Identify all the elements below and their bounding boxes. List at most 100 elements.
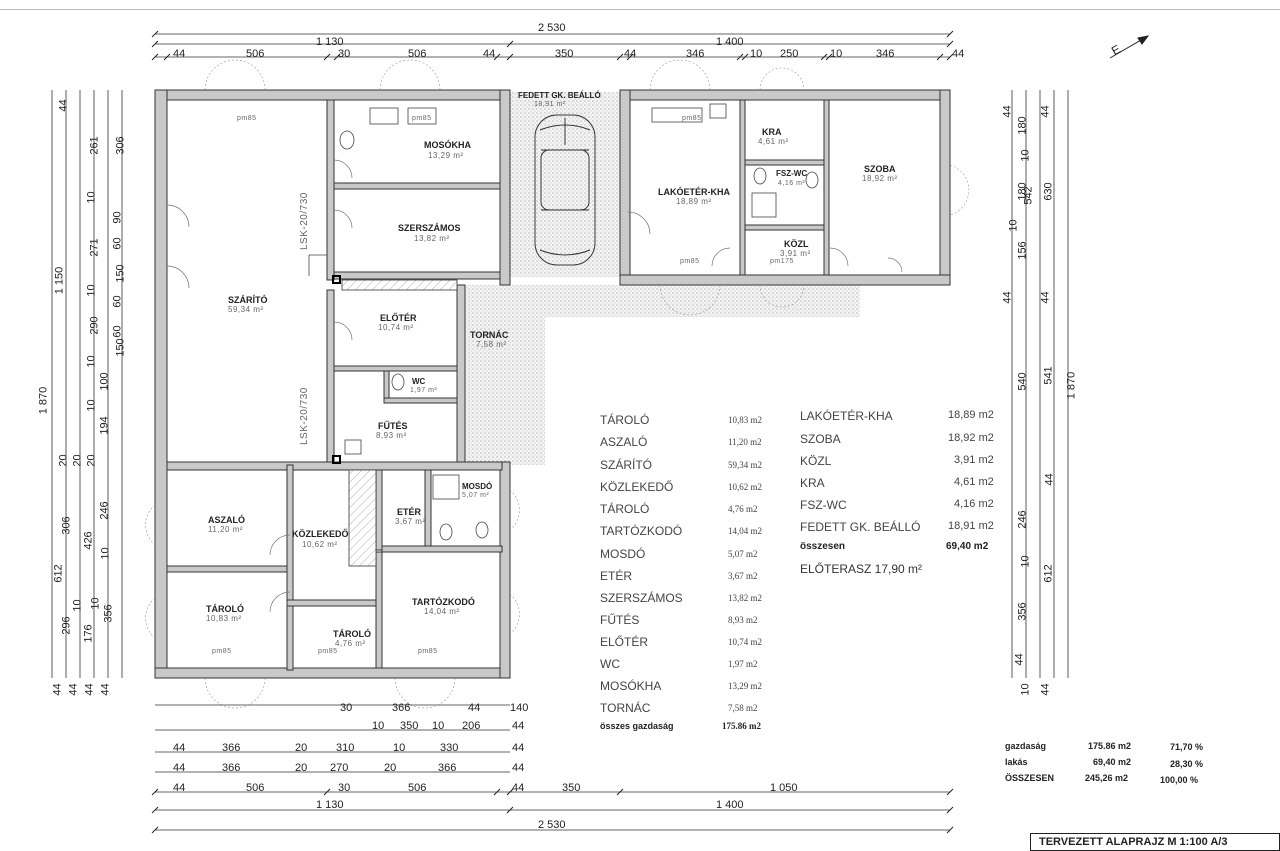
dim-top-seg: 10 xyxy=(750,48,763,60)
dim-bottom-seg: 30 xyxy=(340,702,353,714)
fixtures xyxy=(308,103,819,541)
room-tornac-name: TORNÁC xyxy=(470,330,509,340)
dim-right-seg: 356 xyxy=(1016,602,1029,621)
table-left-name: TORNÁC xyxy=(600,701,651,715)
dim-left-seg: 44 xyxy=(51,683,64,696)
dim-left-seg: 44 xyxy=(99,683,112,696)
dim-bottom-seg: 366 xyxy=(392,702,411,714)
table-right-name: FEDETT GK. BEÁLLÓ xyxy=(800,520,921,534)
dim-left-seg: 60 xyxy=(111,295,124,308)
table-left-value: 3,67 m2 xyxy=(728,571,758,581)
dim-right-seg: 156 xyxy=(1016,241,1029,260)
dim-left-seg: 10 xyxy=(85,355,98,368)
dim-bottom-seg: 44 xyxy=(173,762,186,774)
room-tarolo1-name: TÁROLÓ xyxy=(206,604,244,614)
room-szerszamos-area: 13,82 m² xyxy=(414,234,450,243)
summary-pct: 100,00 % xyxy=(1160,775,1199,785)
dim-left-seg: 10 xyxy=(85,284,98,297)
dim-left-seg: 356 xyxy=(102,604,115,623)
table-right-value: 4,16 m2 xyxy=(954,498,994,510)
dim-bottom-seg: 20 xyxy=(384,762,397,774)
table-left-total-value: 175.86 m2 xyxy=(722,721,761,731)
dim-left-part-top: 1 130 xyxy=(316,36,344,48)
room-futes-area: 8,93 m² xyxy=(376,431,407,440)
table-left-name: TÁROLÓ xyxy=(600,413,650,427)
dim-bottom-seg: 44 xyxy=(512,742,525,754)
table-right-value: 18,91 m2 xyxy=(948,520,994,532)
dim-left-seg: 10 xyxy=(99,547,112,560)
dim-bottom-seg: 366 xyxy=(222,742,241,754)
dim-bottom-seg: 44 xyxy=(512,782,525,794)
dim-top-seg: 30 xyxy=(338,48,351,60)
room-tarolo2-name: TÁROLÓ xyxy=(333,629,371,639)
room-mosokha-name: MOSÓKHA xyxy=(424,140,471,150)
dim-right-seg: 10 xyxy=(1019,683,1032,696)
top-rule xyxy=(0,9,1280,10)
dim-bottom-seg: 44 xyxy=(512,762,525,774)
terrace-area: ELŐTERASZ 17,90 m² xyxy=(800,562,923,576)
room-kozlekedo-area: 10,62 m² xyxy=(302,540,338,549)
dim-left-seg: 20 xyxy=(71,454,84,467)
room-szoba-area: 18,92 m² xyxy=(862,174,898,183)
room-tartozkodo-area: 14,04 m² xyxy=(424,607,460,616)
room-lakoeter-name: LAKÓETÉR-KHA xyxy=(658,187,730,197)
table-left-value: 14,04 m2 xyxy=(728,526,763,536)
table-left-value: 1,97 m2 xyxy=(728,659,758,669)
window-label: pm85 xyxy=(318,648,338,655)
dim-bottom-seg: 366 xyxy=(438,762,457,774)
summary-name: ÖSSZESEN xyxy=(1005,773,1055,783)
room-szerszamos-name: SZERSZÁMOS xyxy=(398,223,461,233)
dim-left-seg: 194 xyxy=(98,416,111,435)
table-left-value: 59,34 m2 xyxy=(728,460,763,470)
dim-bottom-seg: 506 xyxy=(246,782,265,794)
dim-bottom-seg: 350 xyxy=(562,782,581,794)
dim-right-seg: 10 xyxy=(1007,219,1020,232)
table-left-name: TARTÓZKODÓ xyxy=(600,524,683,538)
dim-left-seg: 60 xyxy=(111,325,124,338)
dim-right-mid: 542 xyxy=(1022,186,1035,205)
room-szarito-name: SZÁRÍTÓ xyxy=(228,295,268,305)
dim-bottom-seg: 10 xyxy=(372,720,385,732)
window-label: pm85 xyxy=(418,648,438,655)
title-block: TERVEZETT ALAPRAJZ M 1:100 A/3 xyxy=(1030,833,1280,851)
dim-top-seg: 506 xyxy=(246,48,265,60)
dim-bottom-seg: 506 xyxy=(408,782,427,794)
table-left-name: ELŐTÉR xyxy=(600,635,649,649)
dim-left-seg: 44 xyxy=(67,683,80,696)
room-eter-area: 3,67 m² xyxy=(395,517,426,526)
dim-left-seg: 20 xyxy=(85,454,98,467)
table-left-value: 10,62 m2 xyxy=(728,482,763,492)
room-aszalo-name: ASZALÓ xyxy=(208,515,245,525)
door-swings xyxy=(166,159,903,613)
dim-bottom-left-part: 1 130 xyxy=(316,799,344,811)
dim-bottom-seg: 20 xyxy=(295,762,308,774)
room-szarito-area: 59,34 m² xyxy=(228,305,264,314)
dim-left-seg: 44 xyxy=(57,99,70,112)
dim-right-seg: 44 xyxy=(1001,105,1014,118)
dim-top-seg: 250 xyxy=(780,48,799,60)
dim-right-seg-b: 44 xyxy=(1039,105,1052,118)
dim-right-total: 1 870 xyxy=(1065,371,1078,400)
table-right-total-label: összesen xyxy=(800,541,846,552)
stair-hatch xyxy=(341,279,458,567)
summary-value: 69,40 m2 xyxy=(1093,757,1132,767)
room-mosdo-area: 5,07 m² xyxy=(462,492,490,499)
dimension-lines xyxy=(51,33,1069,831)
dim-left-seg: 426 xyxy=(82,531,95,550)
room-kozlekedo-name: KÖZLEKEDŐ xyxy=(292,529,349,539)
table-right-total-value: 69,40 m2 xyxy=(946,541,989,552)
dim-bottom-seg: 350 xyxy=(400,720,419,732)
dim-left-seg: 10 xyxy=(85,191,98,204)
table-right-value: 18,92 m2 xyxy=(948,432,994,444)
table-right-name: KRA xyxy=(800,476,825,490)
table-left-name: WC xyxy=(600,657,620,671)
summary-value: 175.86 m2 xyxy=(1088,741,1132,751)
lsk-label-2: LSK-20/730 xyxy=(299,387,310,445)
summary-pct: 28,30 % xyxy=(1170,759,1204,769)
dim-top-seg: 350 xyxy=(555,48,574,60)
dim-left-seg: 150 xyxy=(114,264,127,283)
dim-bottom-seg: 44 xyxy=(468,702,481,714)
window-arcs xyxy=(145,59,970,709)
room-mosokha-area: 13,29 m² xyxy=(428,151,464,160)
